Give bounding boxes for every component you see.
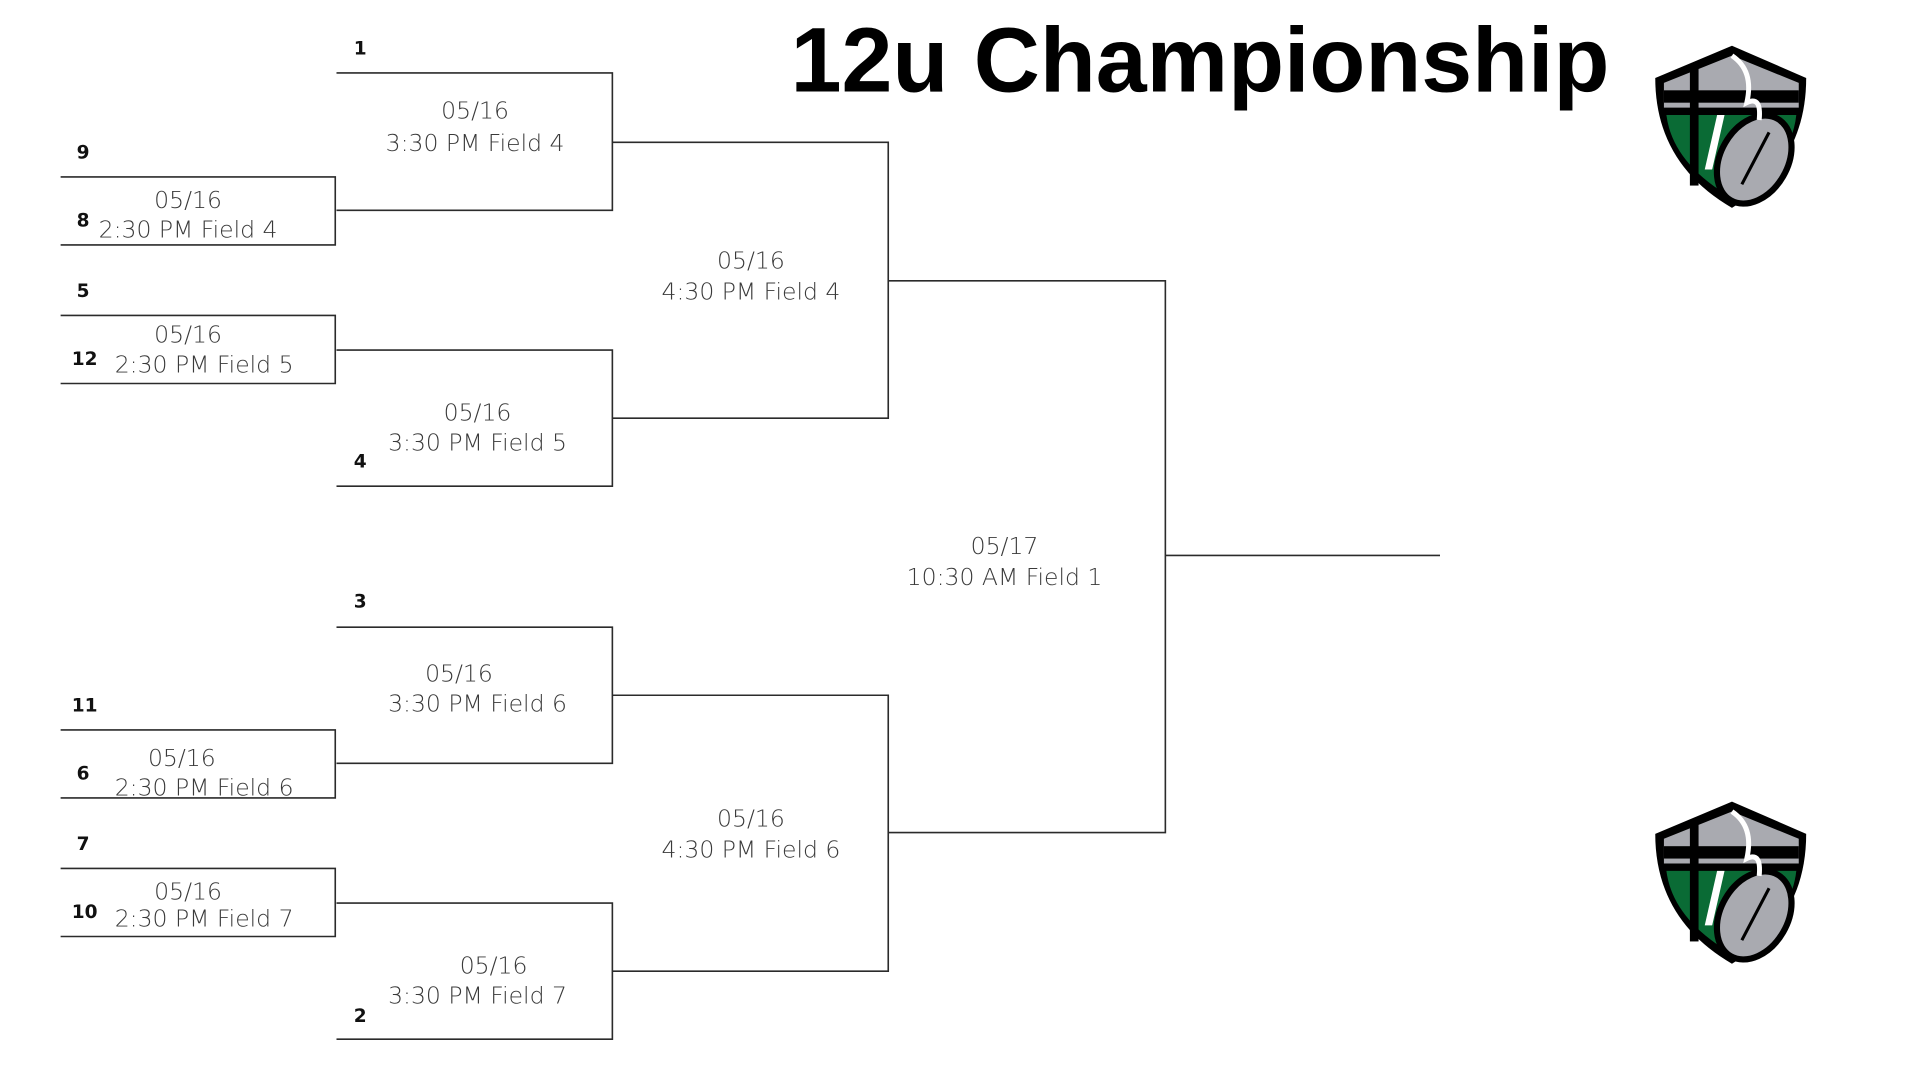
round2-match-4: 2 05/16 3:30 PM Field 7 xyxy=(336,902,614,1040)
seed-label: 4 xyxy=(354,452,367,473)
match-time: 4:30 PM Field 4 xyxy=(662,277,841,305)
match-time: 3:30 PM Field 7 xyxy=(388,981,567,1009)
match-time: 2:30 PM Field 6 xyxy=(115,773,294,801)
round2-match-3: 3 05/16 3:30 PM Field 6 xyxy=(336,591,614,765)
match-date: 05/16 xyxy=(444,399,512,427)
round2-match-1: 1 05/16 3:30 PM Field 4 xyxy=(336,38,614,212)
round1-match-2: 5 12 05/16 2:30 PM Field 5 xyxy=(60,281,337,385)
round1-match-1: 9 8 05/16 2:30 PM Field 4 xyxy=(60,142,337,246)
match-time: 3:30 PM Field 6 xyxy=(388,689,567,717)
round1-match-4: 7 10 05/16 2:30 PM Field 7 xyxy=(60,834,337,938)
match-date: 05/16 xyxy=(148,744,216,772)
match-date: 05/16 xyxy=(441,97,509,125)
seed-label: 8 xyxy=(77,210,90,231)
match-date: 05/16 xyxy=(154,186,222,214)
team-logo-bottom xyxy=(1655,802,1806,973)
page-title: 12u Championship xyxy=(791,10,1610,112)
final-match: 05/17 10:30 AM Field 1 xyxy=(888,280,1440,834)
match-date: 05/16 xyxy=(154,321,222,349)
match-time: 3:30 PM Field 5 xyxy=(388,428,567,456)
match-time: 10:30 AM Field 1 xyxy=(907,563,1103,591)
seed-label: 10 xyxy=(72,902,98,923)
match-time: 2:30 PM Field 4 xyxy=(99,216,278,244)
match-date: 05/16 xyxy=(717,246,785,274)
match-time: 3:30 PM Field 4 xyxy=(386,129,565,157)
seed-label: 5 xyxy=(77,281,90,302)
match-time: 4:30 PM Field 6 xyxy=(662,835,841,863)
match-date: 05/16 xyxy=(717,804,785,832)
semifinal-2: 05/16 4:30 PM Field 6 xyxy=(612,694,890,972)
team-logo-top xyxy=(1655,46,1806,217)
match-date: 05/16 xyxy=(460,952,528,980)
seed-label: 1 xyxy=(354,38,367,59)
match-date: 05/16 xyxy=(154,877,222,905)
seed-label: 6 xyxy=(77,763,90,784)
round2-match-2: 4 05/16 3:30 PM Field 5 xyxy=(336,349,614,487)
match-time: 2:30 PM Field 5 xyxy=(115,350,294,378)
round1-match-3: 11 6 05/16 2:30 PM Field 6 xyxy=(60,695,337,801)
semifinal-1: 05/16 4:30 PM Field 4 xyxy=(612,141,890,419)
match-date: 05/17 xyxy=(971,532,1039,560)
seed-label: 12 xyxy=(72,349,98,370)
seed-label: 11 xyxy=(72,695,98,716)
match-date: 05/16 xyxy=(425,660,493,688)
match-time: 2:30 PM Field 7 xyxy=(115,905,294,933)
seed-label: 3 xyxy=(354,591,367,612)
seed-label: 9 xyxy=(77,142,90,163)
seed-label: 2 xyxy=(354,1006,367,1027)
seed-label: 7 xyxy=(77,834,90,855)
